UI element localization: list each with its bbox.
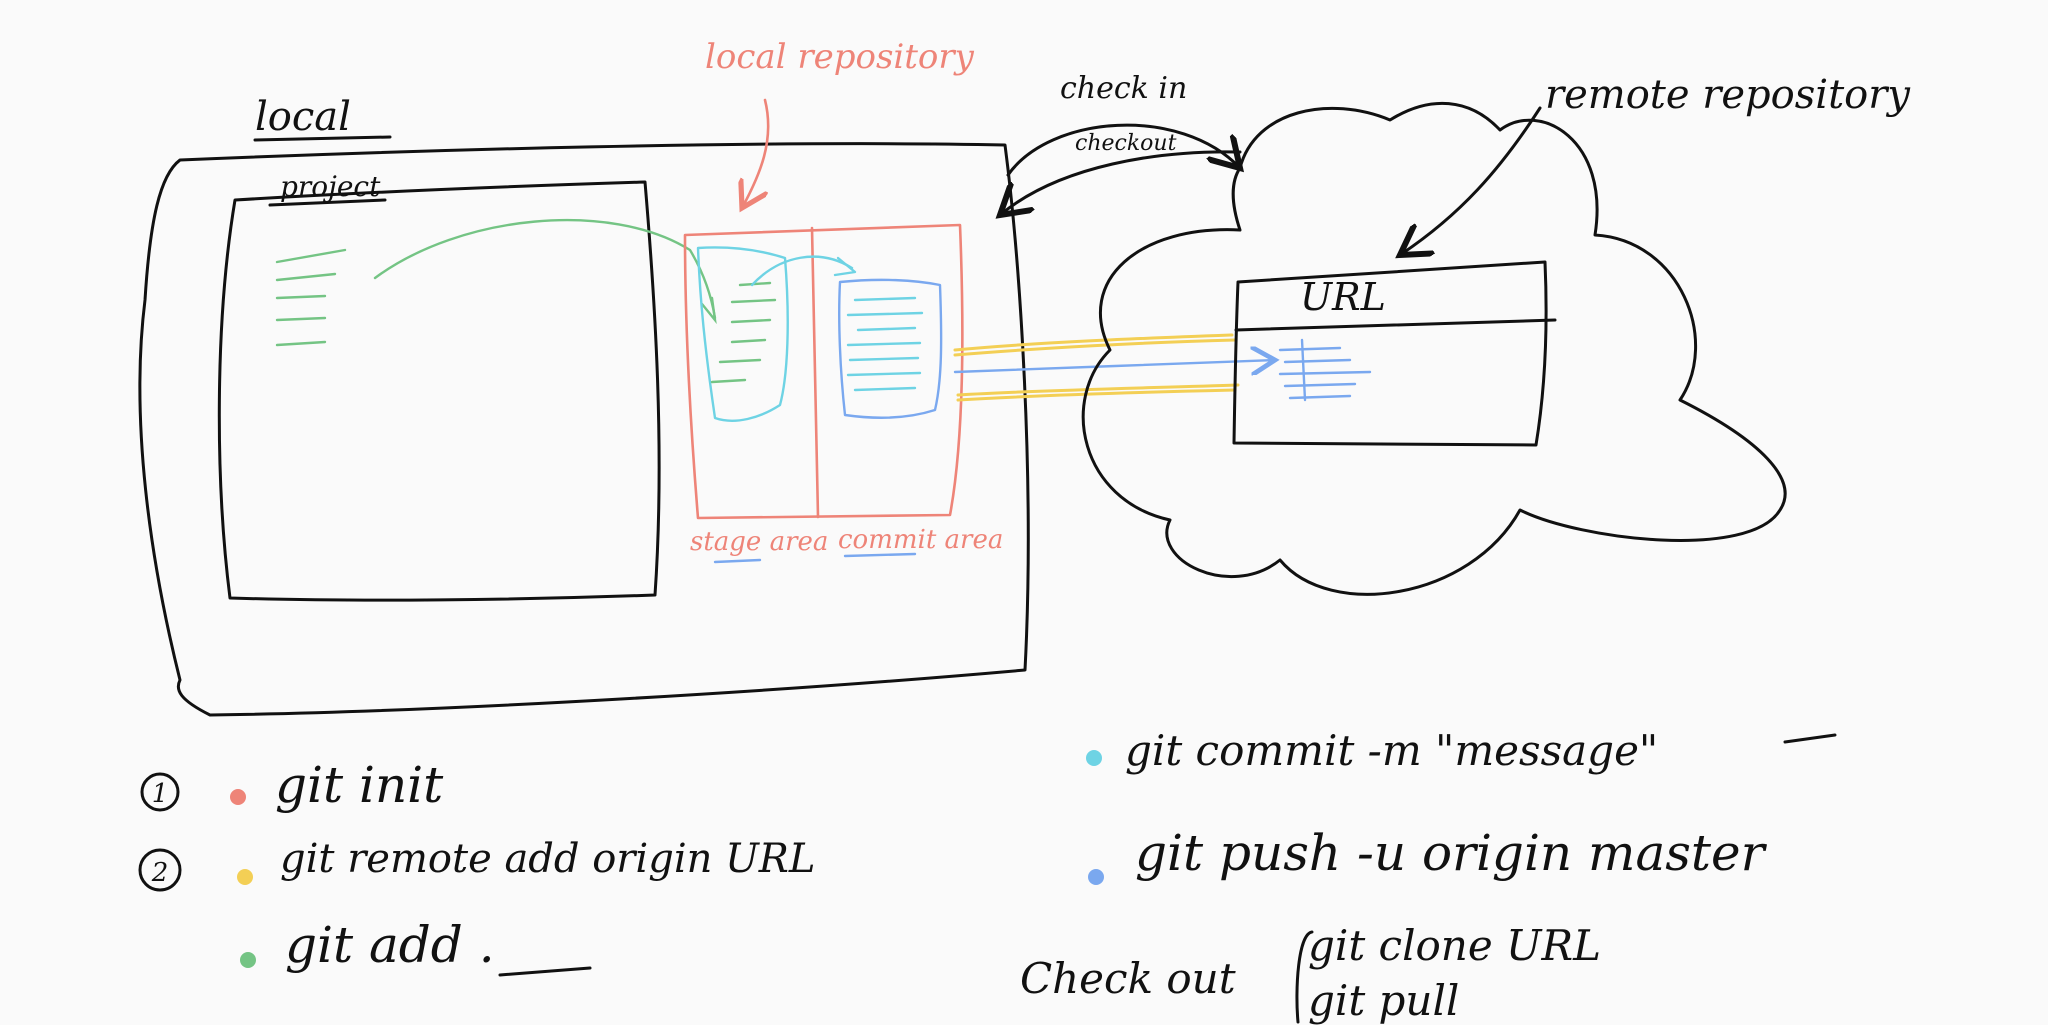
remote-link xyxy=(953,333,1275,402)
stage-area-underline xyxy=(713,558,762,564)
check-in-arrow xyxy=(1006,123,1240,177)
git-commit-underline xyxy=(1783,733,1837,744)
commit-area-underline xyxy=(843,552,917,558)
git-commit-arrow xyxy=(750,255,854,287)
git-add-underline xyxy=(498,966,592,977)
project-underline xyxy=(268,198,387,207)
local-underline xyxy=(253,135,392,142)
remote-repository-pointer xyxy=(1400,106,1542,255)
bullet-blue xyxy=(1088,869,1104,885)
commit-area-label: commit area xyxy=(838,525,1003,555)
step-2-marker: 2 xyxy=(138,848,182,892)
step-1-marker: 1 xyxy=(140,772,180,812)
check-in-label: check in xyxy=(1060,71,1187,106)
url-label: URL xyxy=(1300,275,1386,319)
bullet-yellow xyxy=(237,869,253,885)
stage-area-label: stage area xyxy=(690,527,828,557)
git-add-arrow xyxy=(373,218,717,320)
local-repository-divider xyxy=(810,226,820,519)
cmd-git-commit: git commit -m "message" xyxy=(1125,726,1658,775)
commit-file xyxy=(838,278,943,419)
cmd-git-push: git push -u origin master xyxy=(1135,824,1768,882)
git-commit-arrowhead xyxy=(833,256,857,277)
cmd-git-remote-add: git remote add origin URL xyxy=(280,836,816,882)
project-window xyxy=(217,180,661,602)
checkout-arrow xyxy=(1000,150,1242,215)
remote-repository-label: remote repository xyxy=(1545,72,1911,118)
url-box xyxy=(1232,260,1548,447)
commit-file-lines xyxy=(846,296,924,392)
stage-file-lines xyxy=(710,281,777,384)
bullet-red xyxy=(230,789,246,805)
svg-text:2: 2 xyxy=(151,858,169,888)
checkout-label: checkout xyxy=(1075,131,1177,156)
git-add-arrowhead xyxy=(700,296,717,325)
local-repository-box xyxy=(683,223,964,520)
stage-file xyxy=(696,246,789,422)
remote-cloud xyxy=(1081,101,1787,596)
local-label: local xyxy=(255,94,351,140)
cmd-git-init: git init xyxy=(275,756,444,814)
cmd-git-clone: git clone URL xyxy=(1308,921,1601,970)
project-label: project xyxy=(280,170,381,203)
checkout-bracket xyxy=(1295,930,1314,1024)
project-file-lines xyxy=(275,248,347,347)
local-repository-pointer xyxy=(742,98,770,208)
local-machine-frame xyxy=(138,142,1030,717)
cmd-git-pull: git pull xyxy=(1308,976,1459,1025)
bullet-cyan xyxy=(1086,750,1102,766)
checkout-heading: Check out xyxy=(1020,954,1236,1003)
svg-text:1: 1 xyxy=(152,779,169,809)
remote-file-lines xyxy=(1278,338,1372,402)
bullet-green xyxy=(240,952,256,968)
local-repository-label: local repository xyxy=(705,37,975,77)
cmd-git-add: git add . xyxy=(285,916,495,974)
url-box-divider xyxy=(1234,318,1557,332)
